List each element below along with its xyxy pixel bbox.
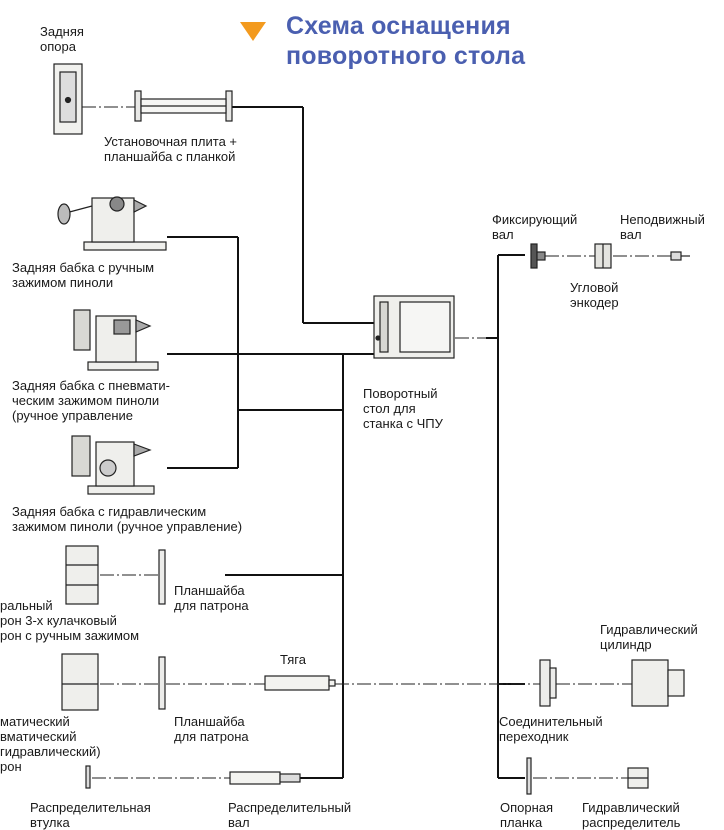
- chuck-3jaw-drawing: [65, 545, 99, 605]
- angle-encoder-drawing: [594, 243, 612, 269]
- label-fixed-shaft: Неподвижный вал: [620, 212, 705, 242]
- label-tailstock-manual: Задняя бабка с ручным зажимом пиноли: [12, 260, 155, 290]
- label-distribution-sleeve: Распределительная втулка: [30, 800, 151, 830]
- label-pneumatic-chuck: матический вматический гидравлический) р…: [0, 714, 101, 774]
- draw-bar-drawing: [264, 675, 336, 691]
- tailstock-manual-drawing: [57, 196, 167, 251]
- mounting-plate-drawing: [134, 90, 233, 122]
- rotary-table-drawing: [373, 295, 455, 359]
- triangle-marker-icon: [240, 22, 266, 41]
- connecting-adapter-drawing: [539, 659, 557, 707]
- label-distribution-shaft: Распределительный вал: [228, 800, 352, 830]
- label-mounting-plate: Установочная плита + планшайба с планкой: [104, 134, 238, 164]
- distribution-shaft-drawing: [229, 771, 301, 785]
- label-hydraulic-cylinder: Гидравлический цилиндр: [600, 622, 698, 652]
- label-faceplate-2: Планшайба для патрона: [174, 714, 249, 744]
- label-rear-support: Задняя опора: [40, 24, 84, 54]
- label-faceplate-1: Планшайба для патрона: [174, 583, 249, 613]
- label-locking-shaft: Фиксирующий вал: [492, 212, 578, 242]
- label-tailstock-hydraulic: Задняя бабка с гидравлическим зажимом пи…: [12, 504, 243, 534]
- rear-support-drawing: [53, 63, 83, 135]
- label-rotary-table: Поворотный стол для станка с ЧПУ: [363, 386, 443, 431]
- label-angle-encoder: Угловой энкодер: [570, 280, 619, 310]
- title-line-2: поворотного стола: [286, 42, 526, 70]
- label-draw-bar: Тяга: [280, 652, 306, 667]
- hydraulic-cylinder-drawing: [631, 659, 685, 707]
- distribution-sleeve-drawing: [85, 765, 91, 789]
- label-chuck-3jaw: ральный рон 3-х кулачковый рон с ручным …: [0, 598, 140, 643]
- axis-lines: [82, 106, 680, 779]
- support-bar-drawing: [526, 757, 532, 795]
- faceplate-2-drawing: [158, 656, 166, 710]
- pneumatic-chuck-drawing: [61, 653, 99, 711]
- title-line-1: Схема оснащения: [286, 12, 511, 40]
- connector-lines: [167, 106, 525, 779]
- hydraulic-distributor-drawing: [627, 767, 649, 789]
- fixed-shaft-drawing: [670, 251, 690, 261]
- tailstock-hydraulic-drawing: [71, 435, 155, 495]
- locking-shaft-drawing: [530, 243, 546, 269]
- label-support-bar: Опорная планка: [500, 800, 554, 830]
- label-tailstock-pneumatic: Задняя бабка с пневмати- ческим зажимом …: [12, 378, 170, 423]
- label-hydraulic-distributor: Гидравлический распределитель: [582, 800, 681, 830]
- tailstock-pneumatic-drawing: [73, 309, 159, 371]
- faceplate-1-drawing: [158, 549, 166, 605]
- label-connecting-adapter: Соединительный переходник: [499, 714, 603, 744]
